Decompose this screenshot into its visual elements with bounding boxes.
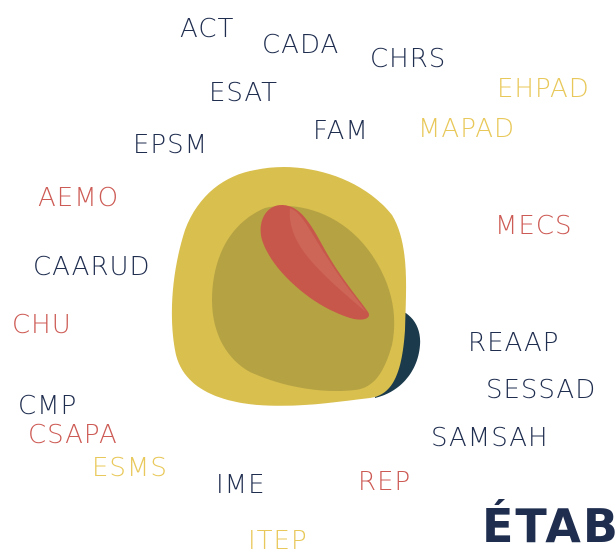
- word-chrs: CHRS: [370, 44, 447, 74]
- word-reaap: REAAP: [468, 328, 560, 358]
- word-sessad: SESSAD: [486, 375, 597, 405]
- word-aemo: AEMO: [38, 183, 120, 213]
- word-rep: REP: [358, 467, 412, 497]
- word-samsah: SAMSAH: [431, 423, 549, 453]
- red-blob-highlight: [289, 208, 366, 312]
- word-cada: CADA: [262, 30, 340, 60]
- word-ime: IME: [216, 470, 266, 500]
- word-esat: ESAT: [209, 78, 279, 108]
- word-mapad: MAPAD: [418, 114, 516, 144]
- word-mecs: MECS: [495, 211, 573, 241]
- word-chu: CHU: [12, 310, 72, 340]
- word-ehpad: EHPAD: [497, 74, 590, 104]
- word-caarud: CAARUD: [33, 252, 151, 282]
- word-epsm: EPSM: [133, 130, 209, 160]
- page-title: ÉTAB: [482, 499, 615, 553]
- word-act: ACT: [180, 14, 235, 44]
- word-cmp: CMP: [18, 391, 78, 421]
- word-itep: ITEP: [248, 526, 308, 555]
- word-esms: ESMS: [92, 453, 168, 483]
- olive-blob: [212, 205, 395, 392]
- word-fam: FAM: [313, 116, 369, 146]
- word-csapa: CSAPA: [28, 420, 118, 450]
